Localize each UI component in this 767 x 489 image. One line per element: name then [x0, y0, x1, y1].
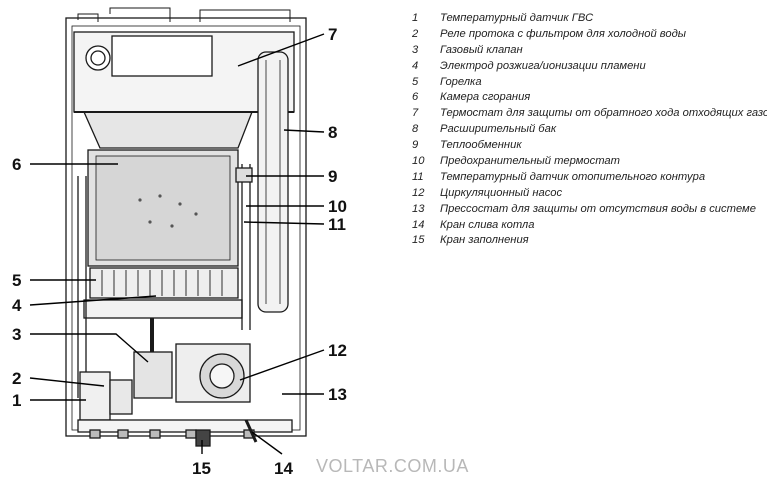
legend-label: Температурный датчик отопительного конту…: [440, 170, 706, 183]
flue-outlet: [111, 35, 213, 77]
leader-2: [29, 377, 105, 387]
callout-13: 13: [328, 385, 347, 404]
callout-11: 11: [328, 215, 346, 234]
legend-label: Кран слива котла: [440, 218, 535, 231]
callout-3: 3: [12, 325, 21, 344]
legend-item: 1 Температурный датчик ГВС: [412, 11, 767, 27]
legend-item: 15 Кран заполнения: [412, 233, 767, 249]
legend-number: 9: [412, 139, 419, 152]
legend-number: 14: [412, 218, 425, 231]
legend-label: Прессостат для защиты от отсутствия воды…: [440, 202, 756, 215]
callout-1: 1: [12, 391, 21, 410]
heat-exchanger-port: [235, 167, 253, 183]
air-intake: [85, 45, 111, 71]
legend-number: 11: [412, 170, 424, 183]
callout-4: 4: [12, 296, 22, 315]
legend-label: Температурный датчик ГВС: [440, 12, 594, 24]
legend-label: Горелка: [440, 75, 482, 88]
legend-item: 10 Предохранительный термостат: [412, 154, 767, 170]
legend-item: 9 Теплообменник: [412, 138, 767, 154]
legend-label: Камера сгорания: [440, 91, 531, 104]
top-bracket: [77, 7, 291, 22]
legend-number: 15: [412, 234, 425, 247]
callout-6: 6: [12, 155, 21, 174]
legend-item: 14 Кран слива котла: [412, 218, 767, 234]
right-pipe: [241, 164, 251, 330]
callout-8: 8: [328, 123, 337, 142]
legend-label: Газовый клапан: [440, 43, 523, 56]
watermark: VOLTAR.COM.UA: [316, 456, 469, 476]
legend-item: 13 Прессостат для защиты от отсутствия во…: [412, 202, 767, 218]
legend-label: Теплообменник: [440, 139, 522, 152]
legend-number: 4: [412, 59, 419, 72]
legend-item: 5 Горелка: [412, 75, 767, 91]
expansion-tank: [257, 51, 289, 313]
legend-number: 3: [412, 43, 419, 56]
legend-label: Кран заполнения: [440, 234, 529, 247]
callout-7: 7: [328, 25, 337, 44]
legend-item: 12 Циркуляционный насос: [412, 186, 767, 202]
legend-item: 2 Реле протока с фильтром для холодной во…: [412, 27, 767, 43]
gas-valve-body: [133, 351, 173, 399]
left-pipe: [77, 176, 87, 398]
callout-10: 10: [328, 197, 347, 216]
legend-label: Расширительный бак: [440, 123, 557, 136]
callout-9: 9: [328, 167, 337, 186]
legend-label: Термостат для защиты от обратного хода о…: [440, 107, 767, 120]
flue-funnel: [82, 111, 253, 149]
bottom-manifold: [77, 419, 293, 433]
fill-tap: [195, 429, 211, 447]
leader-14: [251, 431, 283, 455]
legend-number: 1: [412, 12, 419, 24]
legend-item: 4 Электрод розжига/ионизации пламени: [412, 59, 767, 75]
legend-item: 8 Расширительный бак: [412, 122, 767, 138]
legend-item: 11 Температурный датчик отопительного кон…: [412, 170, 767, 186]
drain-tap: [244, 419, 258, 443]
legend-list: 1 Температурный датчик ГВС 2 Реле протока …: [412, 11, 767, 249]
callout-2: 2: [12, 369, 21, 388]
legend-item: 6 Камера сгорания: [412, 90, 767, 106]
leader-4: [29, 295, 157, 306]
leader-12: [239, 349, 325, 381]
burner-manifold: [83, 299, 243, 319]
legend-number: 10: [412, 155, 425, 168]
legend-item: 7 Термостат для защиты от обратного хода …: [412, 106, 767, 122]
leader-7: [237, 33, 325, 67]
leader-11: [243, 221, 325, 225]
callout-14: 14: [274, 459, 293, 478]
legend-number: 7: [412, 107, 419, 120]
legend-label: Реле протока с фильтром для холодной вод…: [440, 27, 687, 40]
burner: [89, 267, 239, 299]
legend-label: Циркуляционный насос: [440, 186, 563, 199]
legend-number: 5: [412, 75, 419, 88]
legend-number: 12: [412, 186, 425, 199]
legend-number: 2: [412, 27, 419, 40]
callout-15: 15: [192, 459, 211, 478]
callout-5: 5: [12, 271, 21, 290]
legend-number: 6: [412, 91, 419, 104]
legend-number: 8: [412, 123, 419, 136]
leader-8: [283, 129, 325, 133]
legend-item: 3 Газовый клапан: [412, 43, 767, 59]
legend-label: Предохранительный термостат: [440, 155, 620, 168]
leader-3: [30, 333, 149, 363]
legend-label: Электрод розжига/ионизации пламени: [440, 59, 646, 72]
callout-12: 12: [328, 341, 347, 360]
legend-number: 13: [412, 202, 425, 215]
